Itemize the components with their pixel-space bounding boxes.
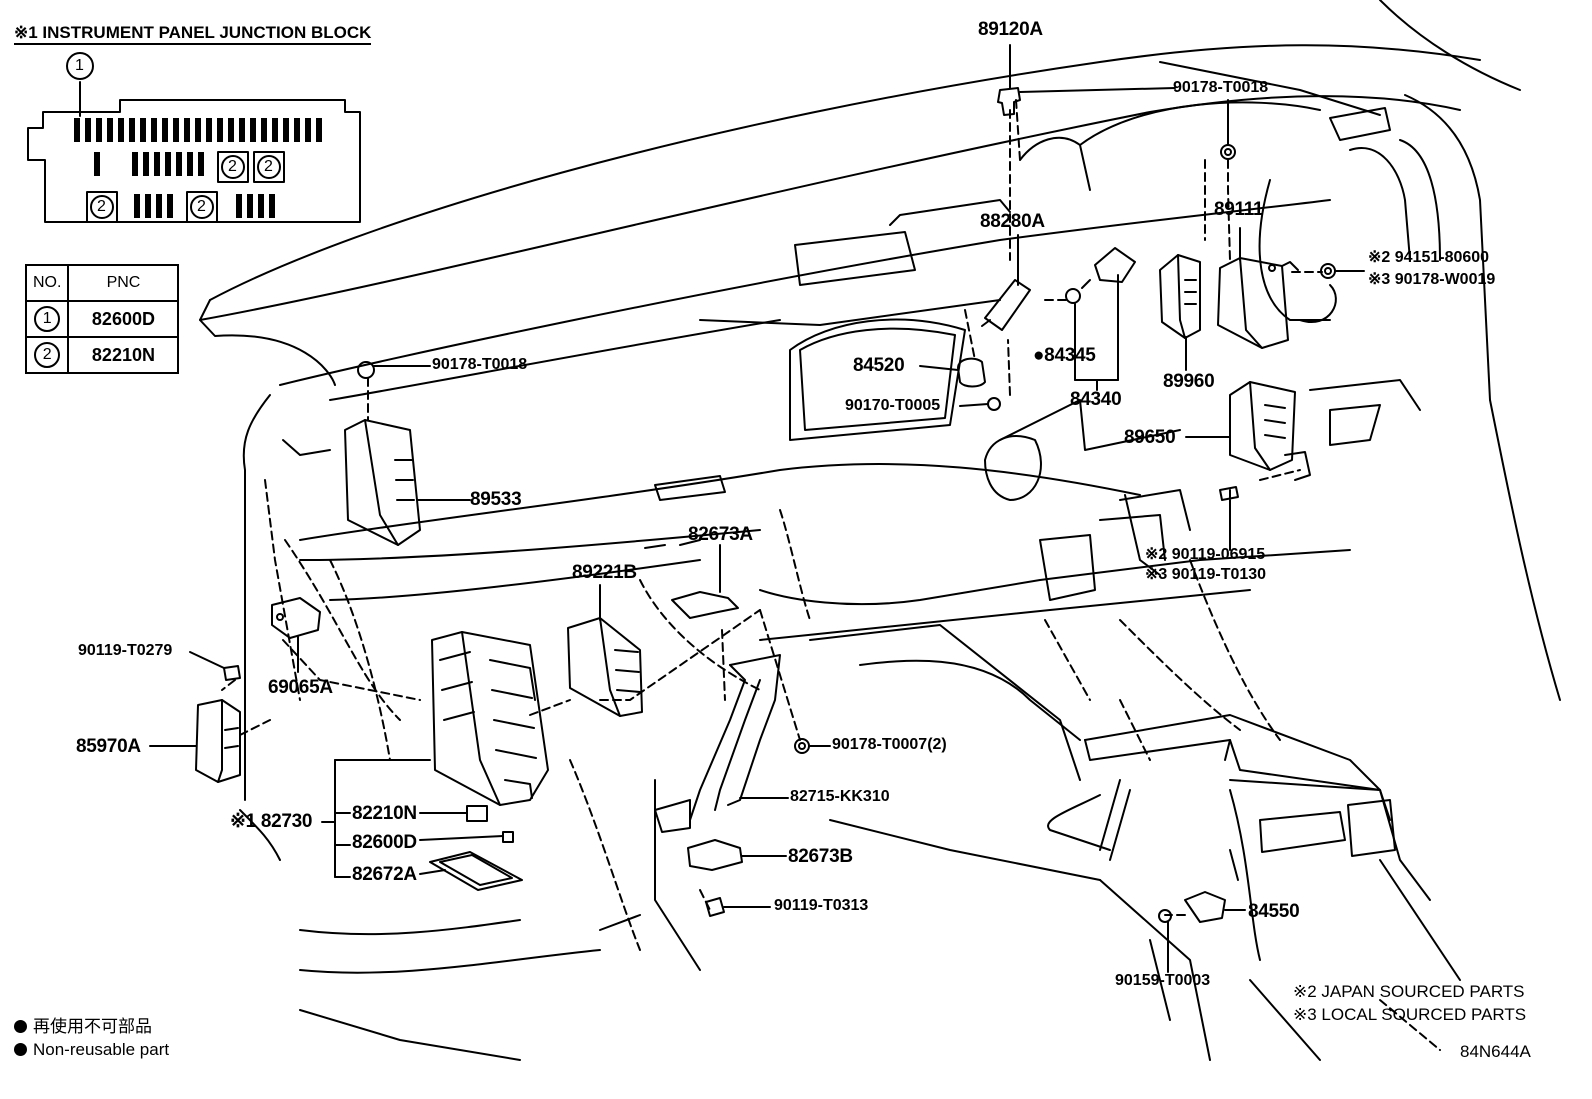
pnc-row-code: 82210N: [67, 336, 180, 374]
leader-lines: [149, 44, 1365, 973]
label-82600D: 82600D: [352, 832, 417, 853]
part-82600D-small: [502, 831, 514, 843]
junction-block-inset: [27, 52, 361, 223]
legend-local-sourced: ※3 LOCAL SOURCED PARTS: [1293, 1005, 1527, 1024]
label-90159-T0003: 90159-T0003: [1115, 972, 1211, 989]
pnc-header-pnc: PNC: [67, 264, 180, 302]
label-89120A: 89120A: [978, 19, 1043, 40]
part-bolt-85970A: [223, 665, 241, 681]
label-89960: 89960: [1163, 371, 1215, 392]
label-69065A: 69065A: [268, 677, 333, 698]
pnc-row-no-circle: 2: [34, 342, 61, 368]
label-90119-T0313: 90119-T0313: [774, 897, 869, 914]
label-89221B: 89221B: [572, 562, 637, 583]
label-89533: 89533: [470, 489, 522, 510]
part-clip-90178-T0007: [794, 738, 810, 754]
fuse-marker-2: 2: [197, 198, 206, 215]
part-82673A: [671, 591, 739, 619]
pnc-header-no: NO.: [24, 264, 70, 302]
part-bolt-90119-T0313: [705, 897, 725, 917]
legend-jp-text: 再使用不可部品: [33, 1017, 152, 1036]
label-90178-T0007: 90178-T0007(2): [832, 736, 947, 753]
label-84550: 84550: [1248, 901, 1300, 922]
part-90159: [1158, 909, 1172, 923]
label-94151-80600: ※2 94151-80600: [1368, 249, 1490, 266]
pnc-row-no: 1: [24, 300, 70, 338]
pnc-table: NO. PNC 1 82600D 2 82210N: [24, 264, 180, 374]
label-82715-KK310: 82715-KK310: [790, 788, 890, 805]
part-84550: [1184, 891, 1226, 923]
label-85970A: 85970A: [76, 736, 141, 757]
label-90178-W0019: ※3 90178-W0019: [1368, 271, 1496, 288]
label-84345: ●84345: [1033, 345, 1096, 366]
part-nut-right: [1320, 263, 1336, 279]
part-89960: [1159, 254, 1201, 339]
junction-block-title: ※1 INSTRUMENT PANEL JUNCTION BLOCK: [14, 24, 372, 45]
part-88280A: [981, 279, 1031, 331]
dashed-guides: [221, 99, 1441, 1051]
part-90170: [987, 397, 1001, 411]
part-82673B: [687, 839, 743, 871]
label-90119-06915: ※2 90119-06915: [1145, 546, 1266, 563]
pnc-row-no: 2: [24, 336, 70, 374]
part-clip-top-right: [1220, 144, 1236, 160]
pnc-row-no-circle: 1: [34, 306, 61, 332]
legend-non-reusable-en: Non-reusable part: [14, 1041, 169, 1058]
legend-japan-sourced: ※2 JAPAN SOURCED PARTS: [1293, 982, 1525, 1001]
label-90170-T0005: 90170-T0005: [845, 397, 941, 414]
label-90119-T0130: ※3 90119-T0130: [1145, 566, 1267, 583]
part-bolt-89650: [1219, 486, 1239, 501]
label-82673B: 82673B: [788, 846, 853, 867]
callout-1-label: 1: [75, 57, 84, 74]
label-88280A: 88280A: [980, 211, 1045, 232]
fuse-marker-2: 2: [228, 158, 237, 175]
part-84340-switch: [1081, 247, 1136, 289]
part-89120A: [997, 87, 1021, 116]
label-90119-T0279: 90119-T0279: [78, 642, 173, 659]
label-89650: 89650: [1124, 427, 1176, 448]
part-82730-junction-block: [431, 631, 549, 806]
fuse-marker-2: 2: [97, 198, 106, 215]
figure-code: 84N644A: [1460, 1042, 1531, 1061]
label-82673A: 82673A: [688, 524, 753, 545]
label-89111: 89111: [1214, 199, 1264, 220]
dashboard-outline: [199, 0, 1561, 1061]
non-reusable-dot-icon: [14, 1020, 27, 1033]
part-82672A: [429, 851, 523, 891]
part-82210N-small: [466, 805, 488, 822]
label-84340: 84340: [1070, 389, 1122, 410]
part-85970A: [195, 699, 241, 783]
part-69065A: [271, 597, 321, 639]
part-82715-bracket: [654, 654, 781, 833]
label-90178-T0018-top: 90178-T0018: [1173, 79, 1269, 96]
label-84520: 84520: [853, 355, 905, 376]
part-clip-left: [357, 361, 375, 379]
fuse-marker-2: 2: [264, 158, 273, 175]
part-89111: [1217, 257, 1299, 349]
pnc-row-code: 82600D: [67, 300, 180, 338]
part-89533: [344, 419, 421, 546]
label-82730: ※1 82730: [230, 811, 313, 832]
part-89650: [1229, 381, 1311, 481]
label-82672A: 82672A: [352, 864, 417, 885]
label-82210N: 82210N: [352, 803, 417, 824]
part-84520: [957, 357, 986, 388]
part-89221B: [567, 617, 643, 717]
label-90178-T0018-left: 90178-T0018: [432, 356, 528, 373]
legend-non-reusable-jp: 再使用不可部品: [14, 1018, 152, 1035]
part-84345: [1065, 288, 1081, 304]
legend-en-text: Non-reusable part: [33, 1040, 170, 1059]
non-reusable-dot-icon: [14, 1043, 27, 1056]
